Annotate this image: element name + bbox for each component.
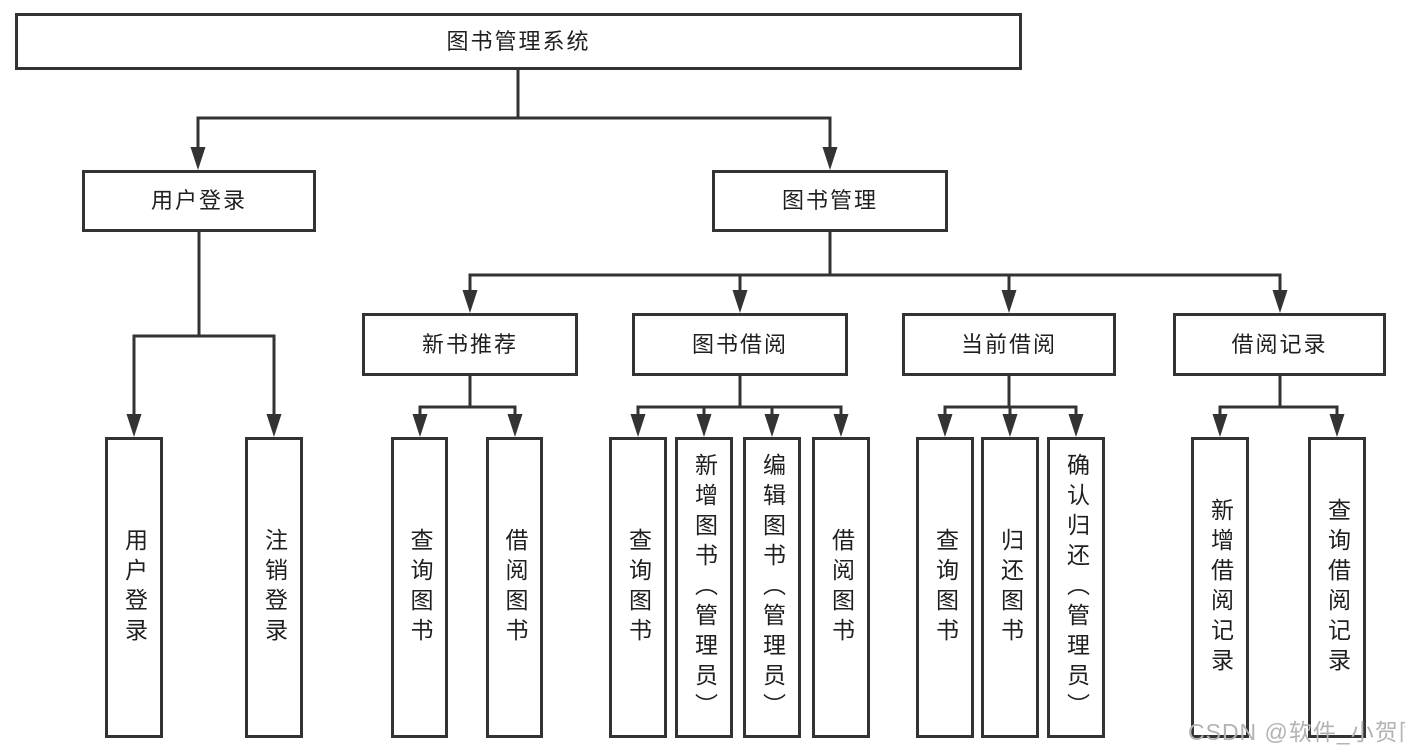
node-leaf-bb-add-book: 新增图书（管理员） xyxy=(675,437,733,738)
node-label: 图书管理系统 xyxy=(446,28,591,54)
node-label: 归还图书 xyxy=(997,527,1024,648)
arrowhead-icon xyxy=(507,414,523,437)
arrowhead-icon xyxy=(764,414,780,437)
arrowhead-icon xyxy=(833,414,849,437)
arrowhead-icon xyxy=(1329,414,1345,437)
node-borrowing-records: 借阅记录 xyxy=(1173,313,1386,376)
node-label: 注销登录 xyxy=(261,527,288,648)
node-label: 借阅图书 xyxy=(502,527,528,648)
node-label: 借阅图书 xyxy=(828,527,855,648)
node-leaf-cb-confirm-return: 确认归还（管理员） xyxy=(1047,437,1105,738)
arrowhead-icon xyxy=(266,414,282,437)
arrowhead-icon xyxy=(732,290,748,313)
arrowhead-icon xyxy=(1002,414,1018,437)
arrowhead-icon xyxy=(412,414,428,437)
node-label: 编辑图书（管理员） xyxy=(759,452,786,723)
arrowhead-icon xyxy=(1272,290,1288,313)
node-user-login: 用户登录 xyxy=(82,170,316,232)
node-new-book-recommend: 新书推荐 xyxy=(362,313,578,376)
node-book-management: 图书管理 xyxy=(712,170,948,232)
arrowhead-icon xyxy=(1068,414,1084,437)
arrowhead-icon xyxy=(190,147,206,170)
csdn-watermark: CSDN @软件_小贺同学 xyxy=(1188,719,1405,745)
arrowhead-icon xyxy=(696,414,712,437)
node-leaf-br-add-record: 新增借阅记录 xyxy=(1191,437,1249,738)
node-label: 用户登录 xyxy=(121,527,148,648)
node-leaf-bb-edit-book: 编辑图书（管理员） xyxy=(743,437,801,738)
node-label: 新书推荐 xyxy=(421,331,518,357)
node-label: 用户登录 xyxy=(150,188,247,213)
node-label: 当前借阅 xyxy=(960,331,1057,357)
node-leaf-bb-query-book: 查询图书 xyxy=(609,437,667,738)
arrowhead-icon xyxy=(630,414,646,437)
node-leaf-bb-borrow-book: 借阅图书 xyxy=(812,437,870,738)
node-leaf-logout: 注销登录 xyxy=(245,437,303,738)
node-label: 借阅记录 xyxy=(1231,331,1328,357)
node-label: 查询图书 xyxy=(932,527,959,648)
arrowhead-icon xyxy=(1212,414,1228,437)
arrowhead-icon xyxy=(126,414,142,437)
node-leaf-user-login: 用户登录 xyxy=(105,437,163,738)
node-label: 确认归还（管理员） xyxy=(1063,452,1090,723)
arrowhead-icon xyxy=(937,414,953,437)
node-leaf-cb-query-book: 查询图书 xyxy=(916,437,974,738)
node-leaf-cb-return-book: 归还图书 xyxy=(981,437,1039,738)
node-label: 查询图书 xyxy=(407,527,433,648)
node-label: 图书借阅 xyxy=(691,331,788,357)
node-book-borrowing: 图书借阅 xyxy=(632,313,848,376)
node-label: 查询借阅记录 xyxy=(1324,497,1351,678)
node-leaf-br-query-record: 查询借阅记录 xyxy=(1308,437,1366,738)
node-label: 新增借阅记录 xyxy=(1207,497,1234,678)
node-root: 图书管理系统 xyxy=(15,13,1022,70)
node-current-borrowing: 当前借阅 xyxy=(902,313,1116,376)
arrowhead-icon xyxy=(462,290,478,313)
node-label: 查询图书 xyxy=(625,527,652,648)
arrowhead-icon xyxy=(822,147,838,170)
node-leaf-rec-borrow-book: 借阅图书 xyxy=(486,437,543,738)
arrowhead-icon xyxy=(1001,290,1017,313)
node-label: 图书管理 xyxy=(781,188,878,213)
node-leaf-rec-query-book: 查询图书 xyxy=(391,437,448,738)
node-label: 新增图书（管理员） xyxy=(691,452,718,723)
